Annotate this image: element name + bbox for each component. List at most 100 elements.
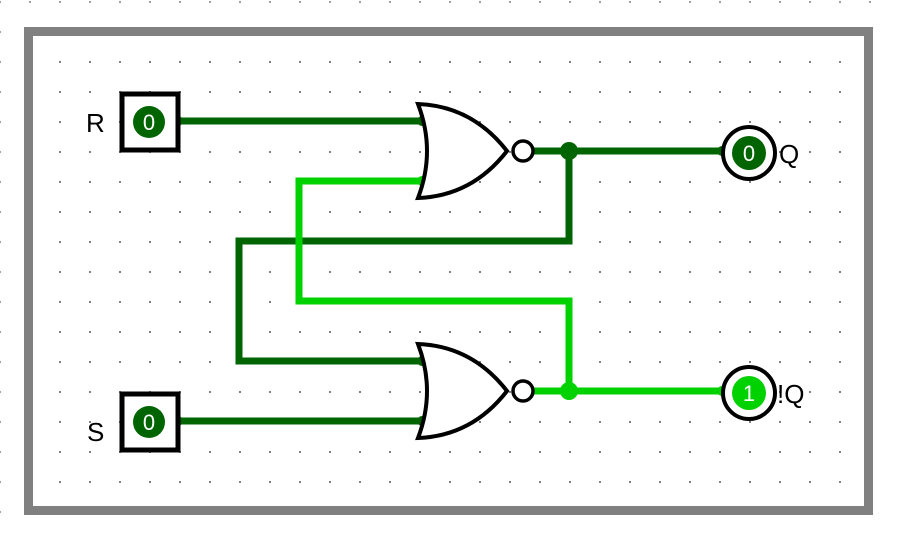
grid-dot — [599, 451, 601, 453]
grid-dot — [149, 181, 151, 183]
grid-dot — [269, 331, 271, 333]
grid-dot — [659, 481, 661, 483]
grid-dot — [89, 331, 91, 333]
grid-dot — [389, 91, 391, 93]
grid-dot — [359, 91, 361, 93]
grid-dot — [209, 301, 211, 303]
grid-dot — [749, 91, 751, 93]
grid-dot — [449, 91, 451, 93]
grid-dot — [89, 421, 91, 423]
grid-dot — [479, 331, 481, 333]
grid-dot — [509, 481, 511, 483]
grid-dot — [449, 481, 451, 483]
grid-dot — [149, 271, 151, 273]
grid-dot — [329, 151, 331, 153]
output-value-indicator — [732, 136, 766, 170]
grid-dot — [0, 241, 1, 243]
grid-dot — [779, 121, 781, 123]
grid-dot — [569, 91, 571, 93]
input-value-indicator — [133, 106, 165, 138]
grid-dot — [119, 301, 121, 303]
input-value-indicator — [133, 406, 165, 438]
grid-dot — [599, 481, 601, 483]
grid-dot — [299, 1, 301, 3]
grid-dot — [689, 91, 691, 93]
grid-dot — [419, 451, 421, 453]
input-pin-r[interactable]: R 0 — [86, 91, 181, 153]
grid-dots — [0, 1, 871, 513]
grid-dot — [689, 331, 691, 333]
grid-dot — [359, 151, 361, 153]
grid-dot — [209, 241, 211, 243]
grid-dot — [809, 421, 811, 423]
grid-dot — [119, 61, 121, 63]
grid-dot — [839, 61, 841, 63]
wire-nq-feedback[interactable] — [295, 177, 573, 391]
grid-dot — [659, 361, 661, 363]
grid-dot — [479, 481, 481, 483]
input-pin-s[interactable]: S 0 — [87, 391, 181, 453]
grid-dot — [749, 241, 751, 243]
grid-dot — [599, 91, 601, 93]
grid-dot — [779, 301, 781, 303]
grid-dot — [209, 331, 211, 333]
output-label-nq: !Q — [777, 379, 804, 409]
grid-dot — [719, 331, 721, 333]
grid-dot — [209, 391, 211, 393]
grid-dot — [719, 361, 721, 363]
grid-dot — [149, 241, 151, 243]
grid-dot — [449, 331, 451, 333]
grid-dot — [749, 361, 751, 363]
grid-dot — [719, 301, 721, 303]
grid-dot — [299, 151, 301, 153]
grid-dot — [539, 211, 541, 213]
grid-dot — [539, 481, 541, 483]
wire-q-feedback[interactable] — [235, 151, 573, 365]
grid-dot — [749, 1, 751, 3]
grid-dot — [749, 271, 751, 273]
grid-dot — [59, 271, 61, 273]
grid-dot — [779, 331, 781, 333]
grid-dot — [539, 361, 541, 363]
grid-dot — [0, 301, 1, 303]
grid-dot — [479, 91, 481, 93]
grid-dot — [659, 61, 661, 63]
grid-dot — [689, 481, 691, 483]
nor-gate-bottom[interactable] — [415, 341, 535, 441]
grid-dot — [0, 511, 1, 513]
output-pin-q[interactable]: 0 Q — [721, 125, 799, 181]
grid-dot — [179, 181, 181, 183]
input-label-s: S — [87, 417, 104, 447]
grid-dot — [119, 361, 121, 363]
grid-dot — [359, 271, 361, 273]
grid-dot — [209, 271, 211, 273]
grid-dot — [449, 271, 451, 273]
grid-dot — [809, 121, 811, 123]
grid-dot — [419, 1, 421, 3]
nor-gate-top[interactable] — [415, 101, 535, 201]
grid-dot — [509, 391, 511, 393]
grid-dot — [719, 271, 721, 273]
grid-dot — [479, 181, 481, 183]
grid-dot — [629, 91, 631, 93]
grid-dot — [659, 121, 661, 123]
grid-dot — [539, 271, 541, 273]
grid-dot — [269, 211, 271, 213]
grid-dot — [809, 331, 811, 333]
grid-dot — [299, 91, 301, 93]
grid-dot — [719, 1, 721, 3]
grid-dot — [89, 61, 91, 63]
grid-dot — [479, 361, 481, 363]
grid-dot — [539, 121, 541, 123]
grid-dot — [209, 61, 211, 63]
input-value-r: 0 — [143, 110, 155, 135]
grid-dot — [209, 1, 211, 3]
nor-gate-body — [415, 101, 510, 201]
grid-dot — [599, 361, 601, 363]
output-pin-nq[interactable]: 1 !Q — [721, 365, 804, 421]
grid-dot — [209, 361, 211, 363]
grid-dot — [269, 1, 271, 3]
grid-dot — [839, 481, 841, 483]
grid-dot — [0, 481, 1, 483]
